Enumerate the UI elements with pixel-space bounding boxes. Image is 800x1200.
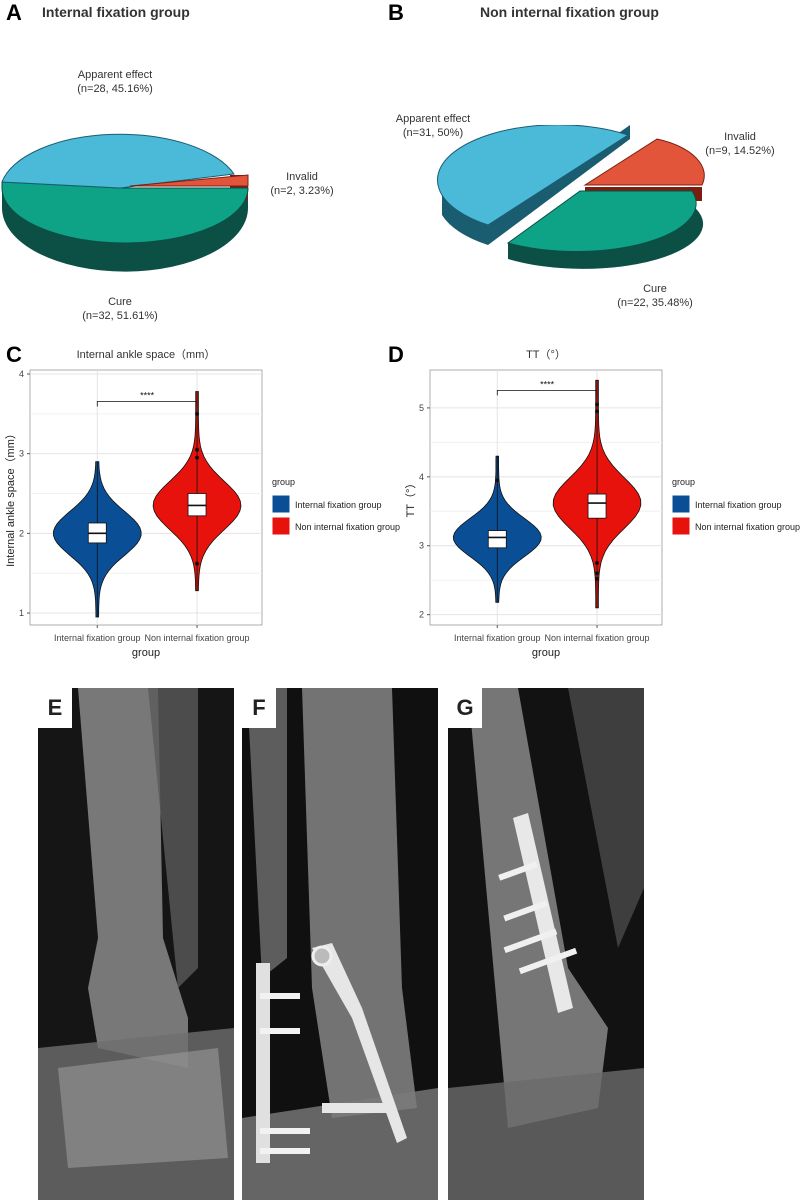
violin-c-outlier-1-0	[195, 411, 200, 416]
violin-d-significance-label: ****	[540, 379, 555, 389]
violin-c-legend-key-1	[271, 516, 291, 536]
violin-d-outlier-1-2	[595, 560, 600, 565]
panel-letter-b: B	[388, 0, 404, 25]
pie-b-slice-apparent	[436, 125, 630, 226]
violin-c-ytick-label-2: 3	[19, 449, 24, 459]
violin-c-significance-bracket	[96, 401, 198, 407]
pie-a-slice-invalid	[129, 174, 249, 187]
pie-a-label-cure: Cure (n=32, 51.61%)	[82, 296, 158, 322]
violin-c-legend-label-1: Non internal fixation group	[295, 522, 400, 532]
pie-b-label-invalid: Invalid (n=9, 14.52%)	[705, 131, 775, 157]
xray-image-f: F	[242, 688, 438, 1200]
pie-b-label-cure: Cure (n=22, 35.48%)	[617, 283, 693, 309]
violin-d-legend-key-1	[671, 516, 691, 536]
violin-d-title: TT（°）	[526, 348, 566, 361]
violin-d-ylabel: TT（°）	[404, 478, 417, 518]
violin-d-ytick-label-0: 2	[419, 610, 424, 620]
violin-c-legend-title: group	[272, 477, 295, 487]
xray-e-letter: E	[38, 688, 72, 728]
panel-letter-a: A	[6, 0, 22, 25]
violin-d-outlier-1-3	[595, 571, 600, 576]
violin-c-significance-label: ****	[140, 391, 155, 401]
violin-d-outlier-1-1	[595, 409, 600, 414]
violin-d-legend-label-0: Internal fixation group	[695, 500, 782, 510]
violin-c-legend-label-0: Internal fixation group	[295, 500, 382, 510]
violin-d-ytick-label-1: 3	[419, 541, 424, 551]
violin-chart-c: Internal ankle space（mm） 1 2 3 4 **** Internal…	[4, 348, 400, 659]
xray-e-drawing	[38, 688, 234, 1200]
pie-a-title: Internal fixation group	[42, 4, 190, 20]
violin-c-outlier-1-1	[195, 447, 200, 452]
xray-g-drawing	[448, 688, 644, 1200]
violin-c-outlier-1-3	[195, 561, 200, 566]
violin-c-xtick-label-1: Non internal fixation group	[145, 633, 250, 643]
pie-b-slice-invalid	[583, 138, 705, 186]
violin-c-ytick-label-3: 4	[19, 369, 24, 379]
violin-d-xtick-label-0: Internal fixation group	[454, 633, 541, 643]
violin-c-ylabel: Internal ankle space（mm）	[4, 428, 17, 567]
pie-a-slice-cure	[1, 181, 249, 244]
violin-c-ytick-label-0: 1	[19, 608, 24, 618]
violin-d-xtick-label-1: Non internal fixation group	[545, 633, 650, 643]
panel-letter-c: C	[6, 342, 22, 367]
violin-d-box-1	[587, 493, 607, 519]
violin-c-xlabel: group	[132, 647, 160, 659]
violin-c-title: Internal ankle space（mm）	[77, 348, 216, 361]
violin-c-outlier-1-2	[195, 455, 200, 460]
violin-d-legend-label-1: Non internal fixation group	[695, 522, 800, 532]
pie-b-label-apparent: Apparent effect (n=31, 50%)	[395, 113, 471, 139]
violin-c-xtick-label-0: Internal fixation group	[54, 633, 141, 643]
violin-d-box-0	[487, 530, 507, 549]
xray-image-g: G	[448, 688, 644, 1200]
pie-a-label-invalid: Invalid (n=2, 3.23%)	[270, 171, 334, 197]
pie-a-slice-apparent	[1, 133, 235, 189]
xray-f-letter: F	[242, 688, 276, 728]
violin-d-outlier-0-0	[495, 478, 500, 483]
violin-d-ytick-label-2: 4	[419, 472, 424, 482]
pie-chart-a	[1, 133, 249, 272]
pie-a-label-apparent: Apparent effect (n=28, 45.16%)	[77, 69, 153, 95]
pie-b-title: Non internal fixation group	[480, 4, 659, 20]
violin-c-legend-key-0	[271, 494, 291, 514]
panel-letter-d: D	[388, 342, 404, 367]
violin-d-legend-key-0	[671, 494, 691, 514]
violin-d-ytick-label-3: 5	[419, 403, 424, 413]
violin-c-ytick-label-1: 2	[19, 528, 24, 538]
xray-image-e: E	[38, 688, 234, 1200]
pie-b-slice-cure	[506, 190, 697, 252]
xray-f-drawing	[242, 688, 438, 1200]
xray-g-letter: G	[448, 688, 482, 728]
violin-d-outlier-1-0	[595, 402, 600, 407]
pie-chart-b	[436, 125, 705, 269]
violin-d-significance-bracket	[496, 389, 598, 396]
violin-d-outlier-1-4	[595, 576, 600, 581]
violin-d-legend-title: group	[672, 477, 695, 487]
violin-d-xlabel: group	[532, 647, 560, 659]
